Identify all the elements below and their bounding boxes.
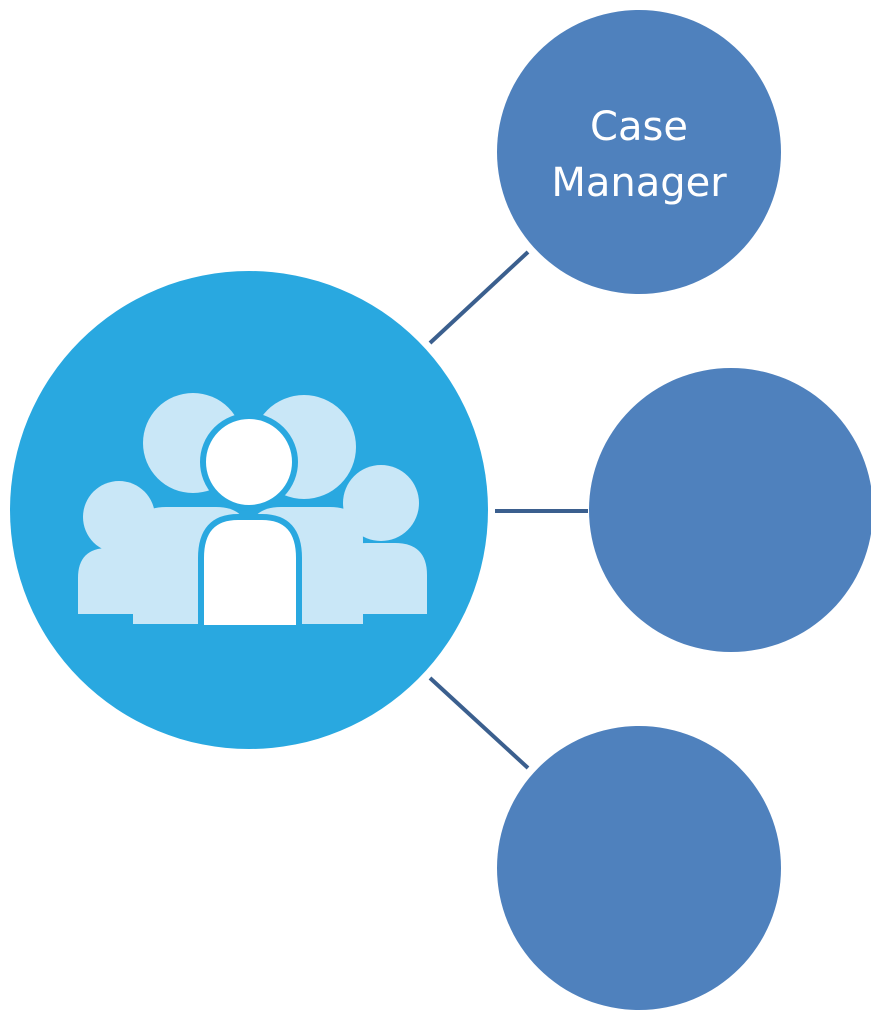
- front-person-body: [198, 514, 302, 631]
- satellite-node-case-manager: Case Manager: [497, 10, 781, 294]
- satellite-circle: [497, 10, 781, 294]
- connector-bottom: [428, 676, 530, 770]
- people-group-icon: [78, 393, 427, 631]
- satellite-node-2: [589, 368, 871, 652]
- hub-node: [10, 271, 488, 749]
- satellite-node-3: [497, 726, 781, 1010]
- satellite-label-line-2: Manager: [551, 160, 727, 206]
- satellite-label-line-1: Case: [590, 104, 688, 150]
- satellite-circle: [497, 726, 781, 1010]
- front-person-head: [200, 413, 298, 511]
- satellite-circle: [589, 368, 871, 652]
- connector-top: [428, 250, 530, 345]
